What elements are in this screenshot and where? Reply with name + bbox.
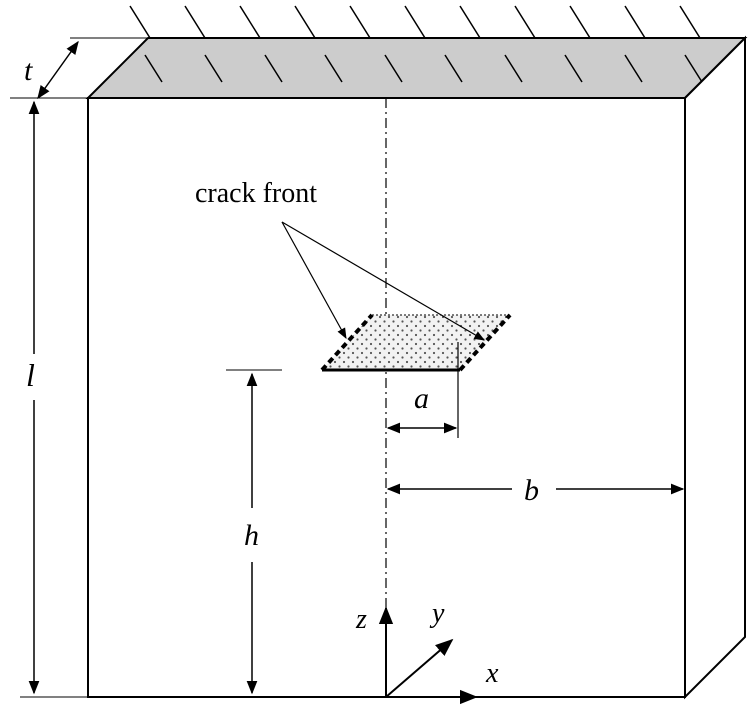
plate-side-face xyxy=(684,35,746,700)
label-crack-front: crack front xyxy=(195,178,317,209)
thickness-dimension-line xyxy=(37,40,79,100)
label-l: l xyxy=(26,357,35,393)
label-y: y xyxy=(429,598,445,629)
label-h: h xyxy=(244,519,259,552)
y-axis xyxy=(385,638,454,698)
crack-front-leader-right xyxy=(281,221,485,341)
clamp-hatching xyxy=(129,5,703,83)
label-z: z xyxy=(355,604,367,635)
crack-front-leader-left xyxy=(281,221,347,339)
label-x: x xyxy=(485,658,499,689)
crack-front-right xyxy=(458,313,512,372)
crack-front-left xyxy=(320,313,374,372)
label-t: t xyxy=(24,54,33,87)
label-b: b xyxy=(524,474,539,507)
plate-top-face xyxy=(85,37,748,99)
crack-plane xyxy=(322,315,510,370)
label-a: a xyxy=(414,382,429,415)
